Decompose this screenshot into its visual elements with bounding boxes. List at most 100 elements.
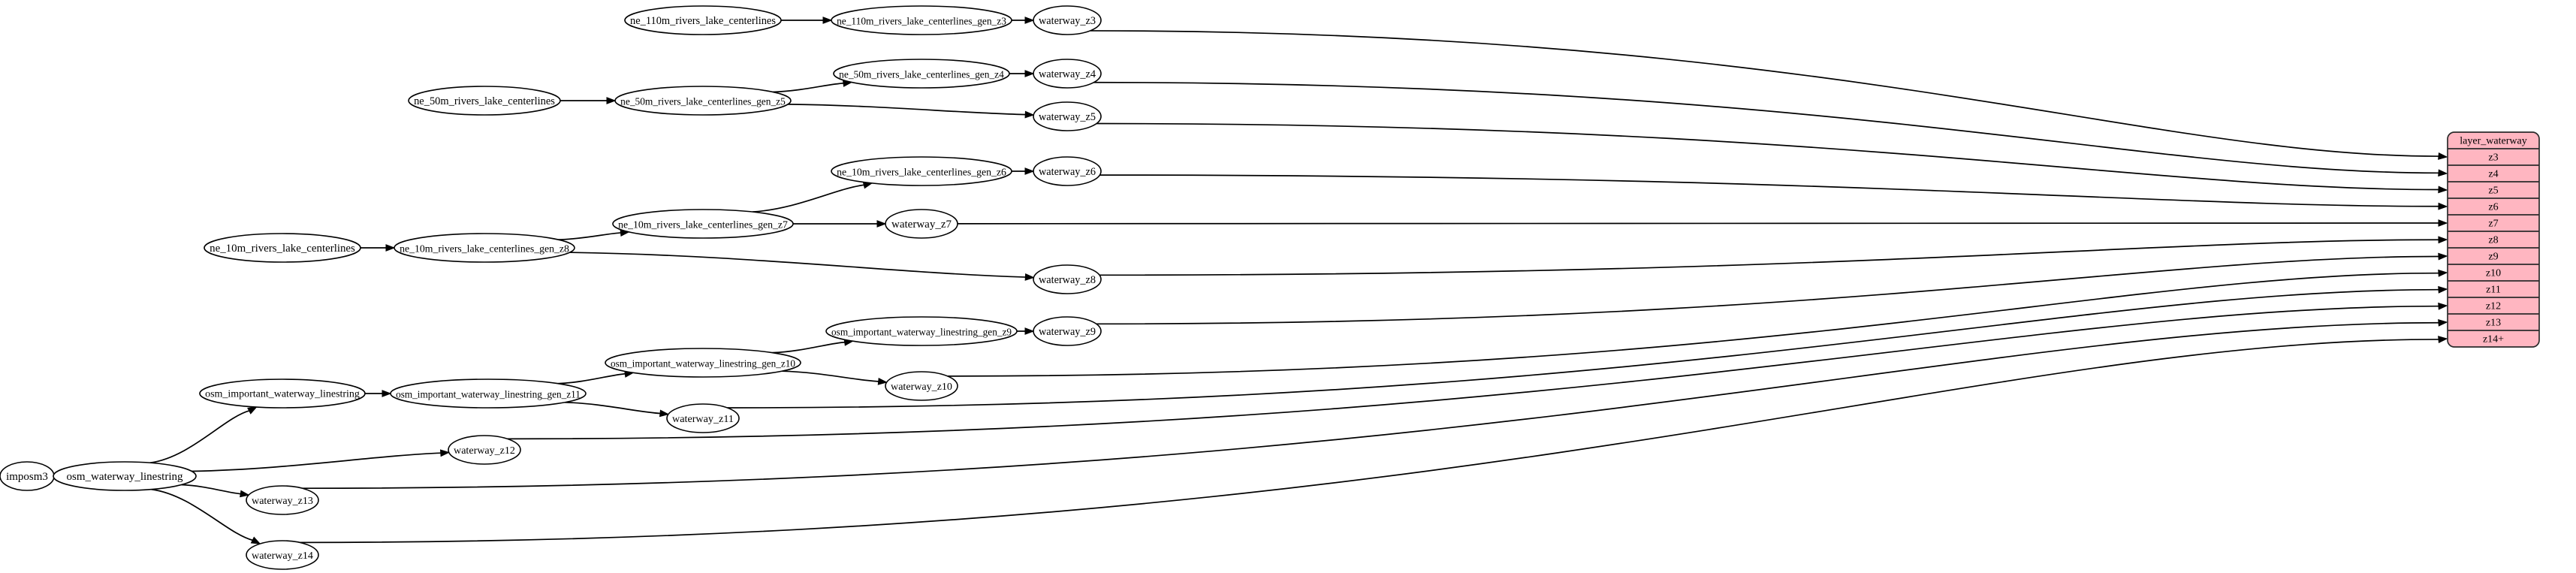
node-ne_10m_rivers_lake_centerlines_gen_z6[interactable]: ne_10m_rivers_lake_centerlines_gen_z6 xyxy=(831,156,1012,186)
node-osm_important_waterway_linestring_gen_z10[interactable]: osm_important_waterway_linestring_gen_z1… xyxy=(605,348,801,378)
node-waterway_z13[interactable]: waterway_z13 xyxy=(246,485,319,515)
node-shape-waterway_z4 xyxy=(1033,59,1102,89)
edge-waterway_z10-to-layer_waterway_z10 xyxy=(947,272,2440,377)
node-waterway_z4[interactable]: waterway_z4 xyxy=(1033,59,1102,89)
node-osm_important_waterway_linestring_gen_z11[interactable]: osm_important_waterway_linestring_gen_z1… xyxy=(390,378,587,409)
node-shape-osm_important_waterway_linestring xyxy=(199,378,366,409)
edge-waterway_z4-to-layer_waterway_z4 xyxy=(1093,81,2440,174)
node-shape-waterway_z5 xyxy=(1033,101,1102,131)
node-label-ne_50m_rivers_lake_centerlines_gen_z4: ne_50m_rivers_lake_centerlines_gen_z4 xyxy=(839,69,1004,80)
node-label-osm_waterway_linestring: osm_waterway_linestring xyxy=(67,471,183,483)
node-waterway_z6[interactable]: waterway_z6 xyxy=(1033,156,1102,186)
node-shape-waterway_z7 xyxy=(885,209,958,239)
record-node-layer-waterway[interactable]: layer_waterwayz3z4z5z6z7z8z9z10z11z12z13… xyxy=(2447,131,2540,348)
record-row-z8[interactable]: z8 xyxy=(2488,235,2498,246)
arrowhead-waterway_z5-to-layer_waterway_z5 xyxy=(2438,185,2448,194)
node-ne_50m_rivers_lake_centerlines_gen_z5[interactable]: ne_50m_rivers_lake_centerlines_gen_z5 xyxy=(614,86,792,116)
node-label-ne_50m_rivers_lake_centerlines: ne_50m_rivers_lake_centerlines xyxy=(414,95,555,107)
node-shape-osm_important_waterway_linestring_gen_z11 xyxy=(390,378,587,409)
node-label-ne_110m_rivers_lake_centerlines_gen_z3: ne_110m_rivers_lake_centerlines_gen_z3 xyxy=(837,16,1006,27)
arrowhead-waterway_z4-to-layer_waterway_z4 xyxy=(2438,169,2448,177)
node-ne_110m_rivers_lake_centerlines[interactable]: ne_110m_rivers_lake_centerlines xyxy=(624,5,782,35)
arrowhead-waterway_z11-to-layer_waterway_z11 xyxy=(2438,285,2448,294)
record-background xyxy=(2447,131,2540,348)
node-shape-waterway_z8 xyxy=(1033,264,1102,294)
record-row-z6[interactable]: z6 xyxy=(2488,202,2498,213)
edge-ne_10m_rivers_lake_centerlines_gen_z7-to-ne_10m_rivers_lake_centerlines_gen_z6 xyxy=(752,184,865,213)
node-waterway_z5[interactable]: waterway_z5 xyxy=(1033,101,1102,131)
node-ne_10m_rivers_lake_centerlines[interactable]: ne_10m_rivers_lake_centerlines xyxy=(204,233,361,263)
node-shape-ne_110m_rivers_lake_centerlines_gen_z3 xyxy=(831,5,1012,35)
edge-waterway_z6-to-layer_waterway_z6 xyxy=(1099,174,2440,207)
arrowhead-waterway_z6-to-layer_waterway_z6 xyxy=(2438,202,2448,210)
edge-ne_50m_rivers_lake_centerlines_gen_z5-to-waterway_z5 xyxy=(788,104,1027,116)
node-label-waterway_z14: waterway_z14 xyxy=(252,550,313,562)
node-shape-waterway_z14 xyxy=(246,540,319,570)
record-row-z4[interactable]: z4 xyxy=(2488,169,2498,180)
edge-ne_50m_rivers_lake_centerlines_gen_z5-to-ne_50m_rivers_lake_centerlines_gen_z4 xyxy=(773,82,845,93)
node-shape-ne_10m_rivers_lake_centerlines xyxy=(204,233,361,263)
arrowhead-osm_waterway_linestring-to-waterway_z13 xyxy=(240,490,250,498)
arrowhead-ne_10m_rivers_lake_centerlines_gen_z6-to-waterway_z6 xyxy=(1024,167,1035,175)
node-label-waterway_z7: waterway_z7 xyxy=(891,219,952,231)
record-row-z5[interactable]: z5 xyxy=(2488,185,2498,197)
node-imposm3[interactable]: imposm3 xyxy=(0,461,55,491)
node-waterway_z8[interactable]: waterway_z8 xyxy=(1033,264,1102,294)
record-row-z3[interactable]: z3 xyxy=(2488,152,2498,164)
node-shape-ne_50m_rivers_lake_centerlines_gen_z5 xyxy=(614,86,792,116)
edge-waterway_z13-to-layer_waterway_z13 xyxy=(302,321,2440,490)
record-row-z12[interactable]: z12 xyxy=(2486,301,2501,312)
arrowhead-waterway_z14-to-layer_waterway_z14_ xyxy=(2438,336,2448,343)
arrowhead-ne_50m_rivers_lake_centerlines-to-ne_50m_rivers_lake_centerlines_gen_z5 xyxy=(606,97,617,104)
node-osm_important_waterway_linestring_gen_z9[interactable]: osm_important_waterway_linestring_gen_z9 xyxy=(825,316,1018,346)
edge-osm_important_waterway_linestring_gen_z10-to-waterway_z10 xyxy=(782,370,879,382)
arrowhead-osm_waterway_linestring-to-osm_important_waterway_linestring xyxy=(247,406,258,415)
record-row-z14+[interactable]: z14+ xyxy=(2483,334,2504,345)
node-label-ne_50m_rivers_lake_centerlines_gen_z5: ne_50m_rivers_lake_centerlines_gen_z5 xyxy=(620,96,786,107)
node-label-osm_important_waterway_linestring: osm_important_waterway_linestring xyxy=(205,389,360,400)
node-label-osm_important_waterway_linestring_gen_z11: osm_important_waterway_linestring_gen_z1… xyxy=(396,389,581,400)
node-shape-waterway_z13 xyxy=(246,485,319,515)
arrowhead-osm_important_waterway_linestring_gen_z9-to-waterway_z9 xyxy=(1024,327,1035,335)
arrowhead-waterway_z8-to-layer_waterway_z8 xyxy=(2438,236,2448,244)
node-label-osm_important_waterway_linestring_gen_z9: osm_important_waterway_linestring_gen_z9 xyxy=(831,327,1012,338)
arrowhead-osm_important_waterway_linestring-to-osm_important_waterway_linestring_gen_z11 xyxy=(382,390,392,397)
node-waterway_z11[interactable]: waterway_z11 xyxy=(666,403,740,433)
record-row-z11[interactable]: z11 xyxy=(2486,285,2501,296)
arrowhead-waterway_z7-to-layer_waterway_z7 xyxy=(2438,219,2448,227)
edge-waterway_z11-to-layer_waterway_z11 xyxy=(727,288,2440,409)
node-waterway_z3[interactable]: waterway_z3 xyxy=(1033,5,1102,35)
record-row-z13[interactable]: z13 xyxy=(2486,318,2501,329)
node-osm_waterway_linestring[interactable]: osm_waterway_linestring xyxy=(53,461,197,491)
node-waterway_z7[interactable]: waterway_z7 xyxy=(885,209,958,239)
node-ne_50m_rivers_lake_centerlines[interactable]: ne_50m_rivers_lake_centerlines xyxy=(408,86,561,116)
node-ne_110m_rivers_lake_centerlines_gen_z3[interactable]: ne_110m_rivers_lake_centerlines_gen_z3 xyxy=(831,5,1012,35)
node-osm_important_waterway_linestring[interactable]: osm_important_waterway_linestring xyxy=(199,378,366,409)
record-row-z9[interactable]: z9 xyxy=(2488,252,2498,263)
node-ne_10m_rivers_lake_centerlines_gen_z8[interactable]: ne_10m_rivers_lake_centerlines_gen_z8 xyxy=(394,233,575,263)
arrowhead-osm_waterway_linestring-to-waterway_z12 xyxy=(439,449,451,457)
edge-osm_important_waterway_linestring_gen_z10-to-osm_important_waterway_linestring_gen_z9 xyxy=(772,341,846,354)
edge-waterway_z14-to-layer_waterway_z14_ xyxy=(300,339,2440,544)
node-shape-ne_10m_rivers_lake_centerlines_gen_z6 xyxy=(831,156,1012,186)
node-label-waterway_z4: waterway_z4 xyxy=(1039,68,1096,80)
node-waterway_z14[interactable]: waterway_z14 xyxy=(246,540,319,570)
record-row-z7[interactable]: z7 xyxy=(2488,219,2498,230)
node-waterway_z10[interactable]: waterway_z10 xyxy=(885,371,958,401)
node-waterway_z9[interactable]: waterway_z9 xyxy=(1033,316,1102,346)
record-row-z10[interactable]: z10 xyxy=(2486,268,2501,279)
node-ne_50m_rivers_lake_centerlines_gen_z4[interactable]: ne_50m_rivers_lake_centerlines_gen_z4 xyxy=(833,59,1010,89)
node-label-waterway_z3: waterway_z3 xyxy=(1039,15,1096,27)
node-label-ne_10m_rivers_lake_centerlines_gen_z8: ne_10m_rivers_lake_centerlines_gen_z8 xyxy=(400,243,569,255)
edge-osm_important_waterway_linestring_gen_z11-to-osm_important_waterway_linestring_gen_z10 xyxy=(557,372,626,385)
arrowhead-ne_10m_rivers_lake_centerlines_gen_z7-to-waterway_z7 xyxy=(876,220,887,228)
node-shape-waterway_z10 xyxy=(885,371,958,401)
node-waterway_z12[interactable]: waterway_z12 xyxy=(448,435,521,465)
nodes-layer: imposm3 osm_waterway_linestring osm_import… xyxy=(0,5,1102,570)
edge-waterway_z8-to-layer_waterway_z8 xyxy=(1099,239,2440,276)
arrowhead-waterway_z3-to-layer_waterway_z3 xyxy=(2438,152,2448,160)
node-label-ne_10m_rivers_lake_centerlines: ne_10m_rivers_lake_centerlines xyxy=(210,243,355,255)
node-ne_10m_rivers_lake_centerlines_gen_z7[interactable]: ne_10m_rivers_lake_centerlines_gen_z7 xyxy=(612,209,794,239)
node-shape-waterway_z11 xyxy=(666,403,740,433)
arrowhead-ne_110m_rivers_lake_centerlines-to-ne_110m_rivers_lake_centerlines_gen_z3 xyxy=(822,17,833,24)
